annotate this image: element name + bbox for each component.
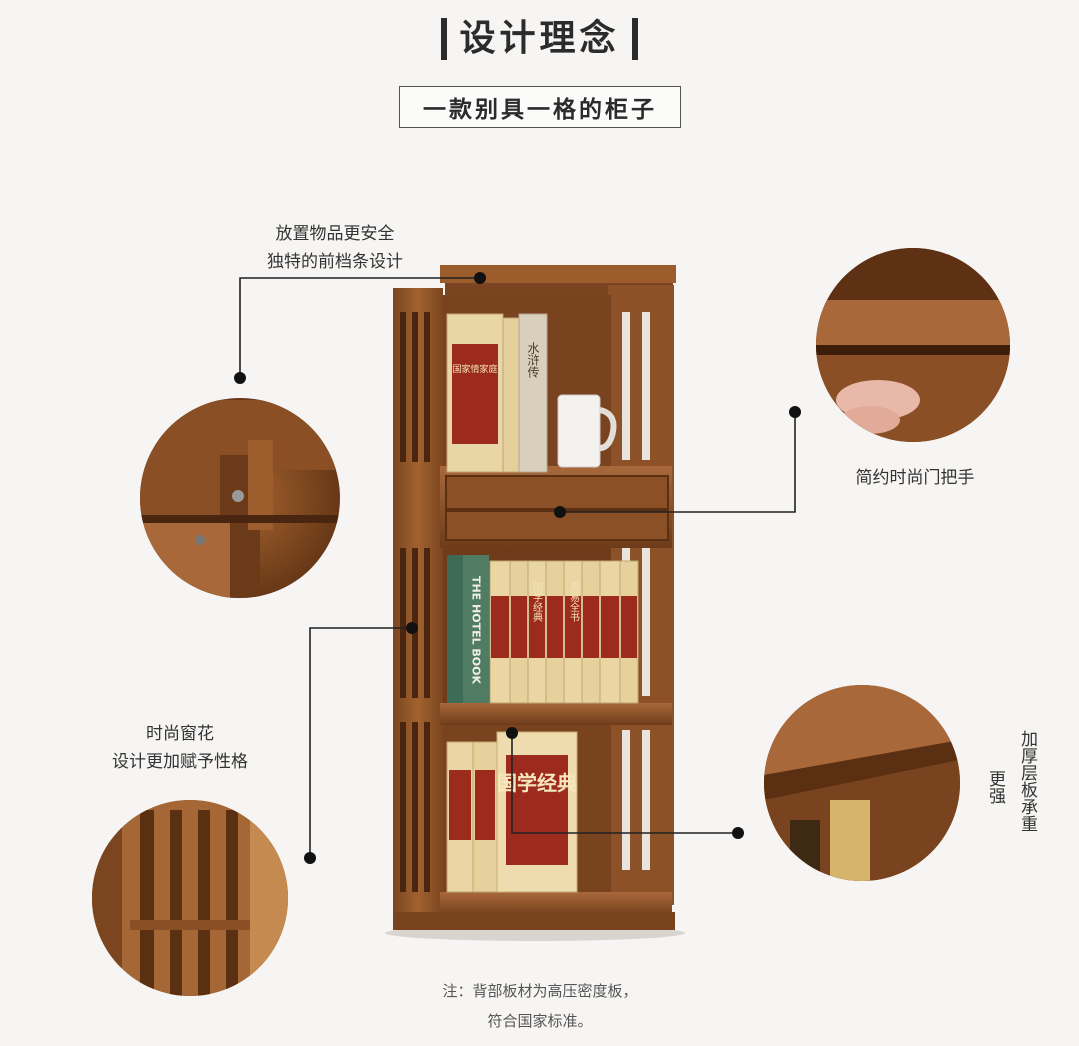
feature-shelf-col1: 加厚层板承重 xyxy=(1017,730,1037,832)
book-hotel-label: THE HOTEL BOOK xyxy=(470,576,483,685)
detail-lattice xyxy=(92,800,288,996)
detail-handle xyxy=(816,248,1010,442)
title-wrap: 设计理念 xyxy=(0,18,1079,60)
detail-shelf xyxy=(764,685,960,881)
book-top-right-label: 水浒传 xyxy=(526,342,540,378)
bookcase: 国家情家庭 水浒传 THE HOTEL BOOK 国学经 xyxy=(385,265,685,941)
detail-front-rail xyxy=(140,398,340,598)
book-series-group: 国学经典 周易全书 xyxy=(489,560,639,704)
feature-top-rail-line1: 放置物品更安全 xyxy=(275,224,395,244)
feature-shelf-col2: 更强 xyxy=(985,770,1005,804)
footer-note: 注：背部板材为高压密度板， 符合国家标准。 xyxy=(340,976,740,1036)
feature-handle: 简约时尚门把手 xyxy=(855,468,975,488)
callout-dots xyxy=(234,272,801,864)
top-front-rail xyxy=(440,265,676,283)
feature-top-rail: 放置物品更安全 独特的前档条设计 xyxy=(240,220,430,276)
book-bottom-big-label: 国学经典 xyxy=(497,771,577,795)
book-series-alt-label: 周易全书 xyxy=(568,582,580,623)
page-title: 设计理念 xyxy=(441,18,638,60)
subtitle-box: 一款别具一格的柜子 xyxy=(399,86,681,128)
feature-top-rail-line2: 独特的前档条设计 xyxy=(267,252,403,272)
footer-note-line2: 符合国家标准。 xyxy=(487,1012,593,1030)
book-top-left-label: 国家情家庭 xyxy=(452,363,497,375)
footer-note-line1: 注：背部板材为高压密度板， xyxy=(442,982,638,1000)
callout-lines xyxy=(239,277,796,858)
book-series-label: 国学经典 xyxy=(531,582,543,623)
feature-lattice: 时尚窗花 设计更加赋予性格 xyxy=(90,720,270,776)
feature-lattice-line2: 设计更加赋予性格 xyxy=(112,752,248,772)
feature-lattice-line1: 时尚窗花 xyxy=(146,724,214,744)
middle-shelf xyxy=(440,703,672,725)
